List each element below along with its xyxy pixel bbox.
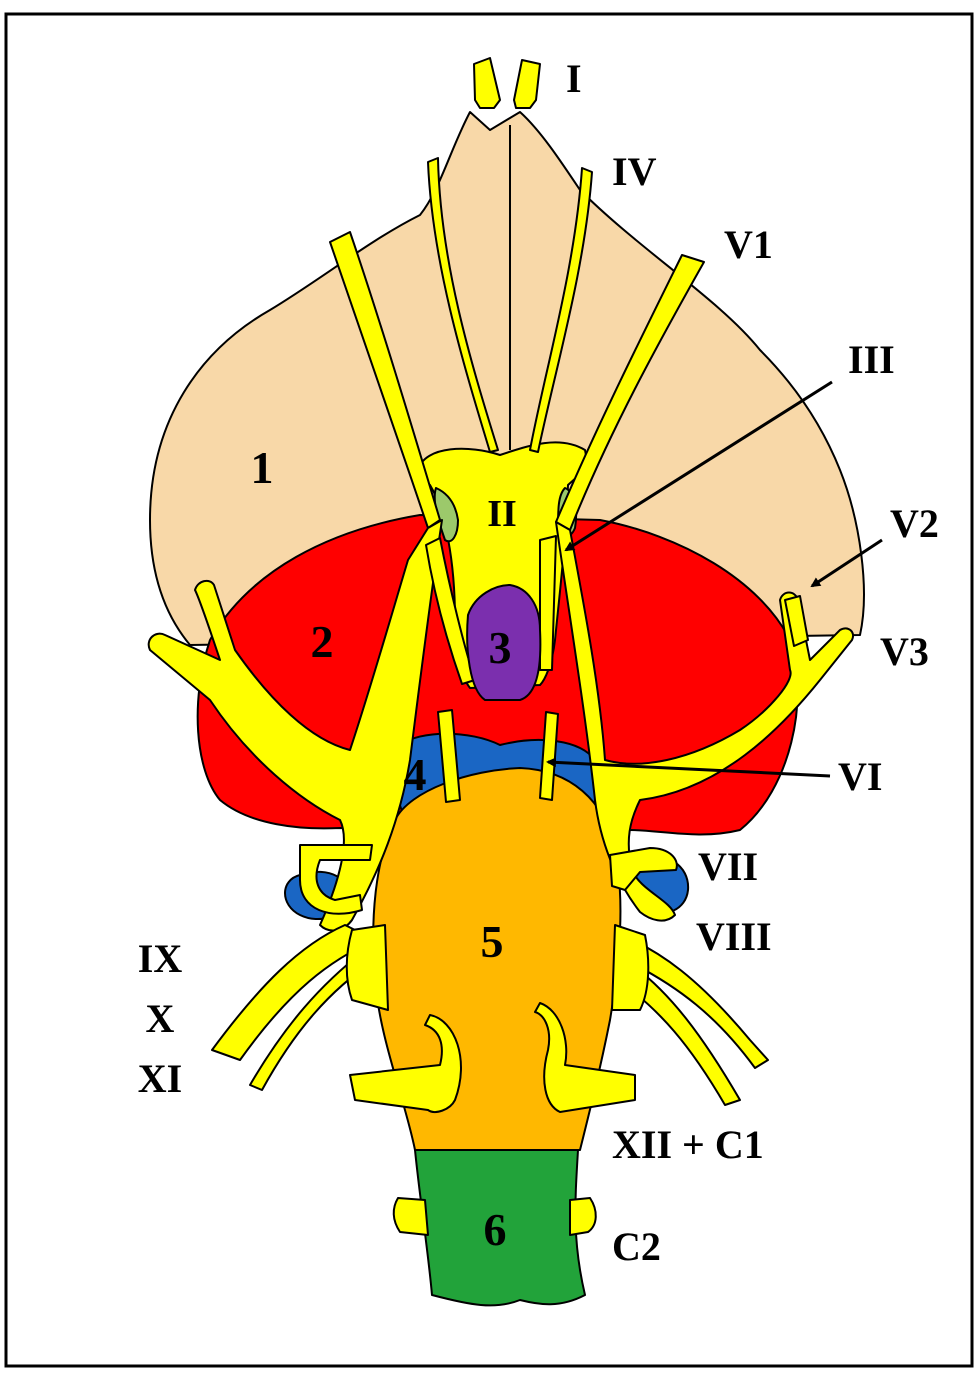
label-region-6: 6 [484,1204,507,1255]
nerve-III [540,536,556,670]
nerve-C2-left [394,1198,428,1235]
nerve-I-right [514,60,540,108]
label-IX: IX [138,936,183,981]
label-VII: VII [698,844,758,889]
label-XI: XI [138,1056,182,1101]
label-V1: V1 [724,222,773,267]
label-I: I [566,56,582,101]
label-region-1: 1 [251,442,274,493]
label-III: III [848,337,895,382]
nerve-I-left [474,58,500,108]
label-IV: IV [612,149,657,194]
label-VIII: VIII [696,914,772,959]
label-region-2: 2 [311,616,334,667]
nerve-IX-X-XI-left-base [347,925,388,1010]
label-VI: VI [838,754,882,799]
label-C2: C2 [612,1224,661,1269]
label-region-4: 4 [404,749,427,800]
nerve-C2-right [570,1198,596,1235]
label-X: X [146,996,175,1041]
label-region-5: 5 [481,916,504,967]
label-V3: V3 [880,629,929,674]
nerve-IX-X-XI-right-base [612,925,648,1010]
label-XII-C1: XII + C1 [612,1122,764,1167]
label-V2: V2 [890,501,939,546]
label-region-3: 3 [489,622,512,673]
label-II: II [487,493,517,535]
